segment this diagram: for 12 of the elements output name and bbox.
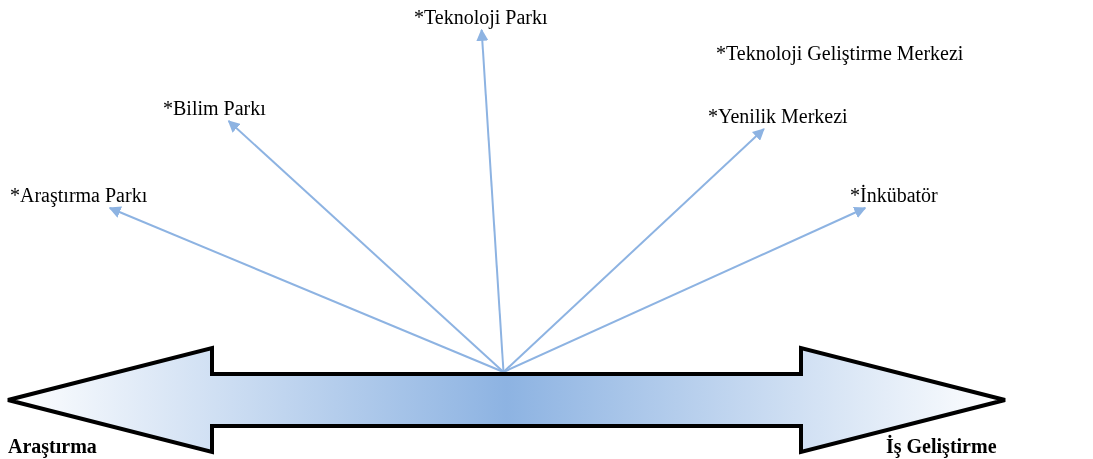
axis-end-label: İş Geliştirme bbox=[886, 435, 997, 457]
node-label: *Araştırma Parkı bbox=[10, 182, 148, 208]
text-label: *Teknoloji Geliştirme Merkezi bbox=[716, 42, 964, 64]
arrow bbox=[227, 120, 505, 373]
node-label: *İnkübatör bbox=[850, 182, 938, 208]
arrow bbox=[502, 128, 765, 373]
axis-end-label: Araştırma bbox=[8, 435, 97, 457]
arrow bbox=[502, 207, 867, 373]
arrow bbox=[476, 28, 505, 373]
node-label: *Teknoloji Parkı bbox=[414, 4, 548, 30]
node-label: *Bilim Parkı bbox=[163, 95, 266, 121]
node-label: *Yenilik Merkezi bbox=[708, 103, 848, 129]
